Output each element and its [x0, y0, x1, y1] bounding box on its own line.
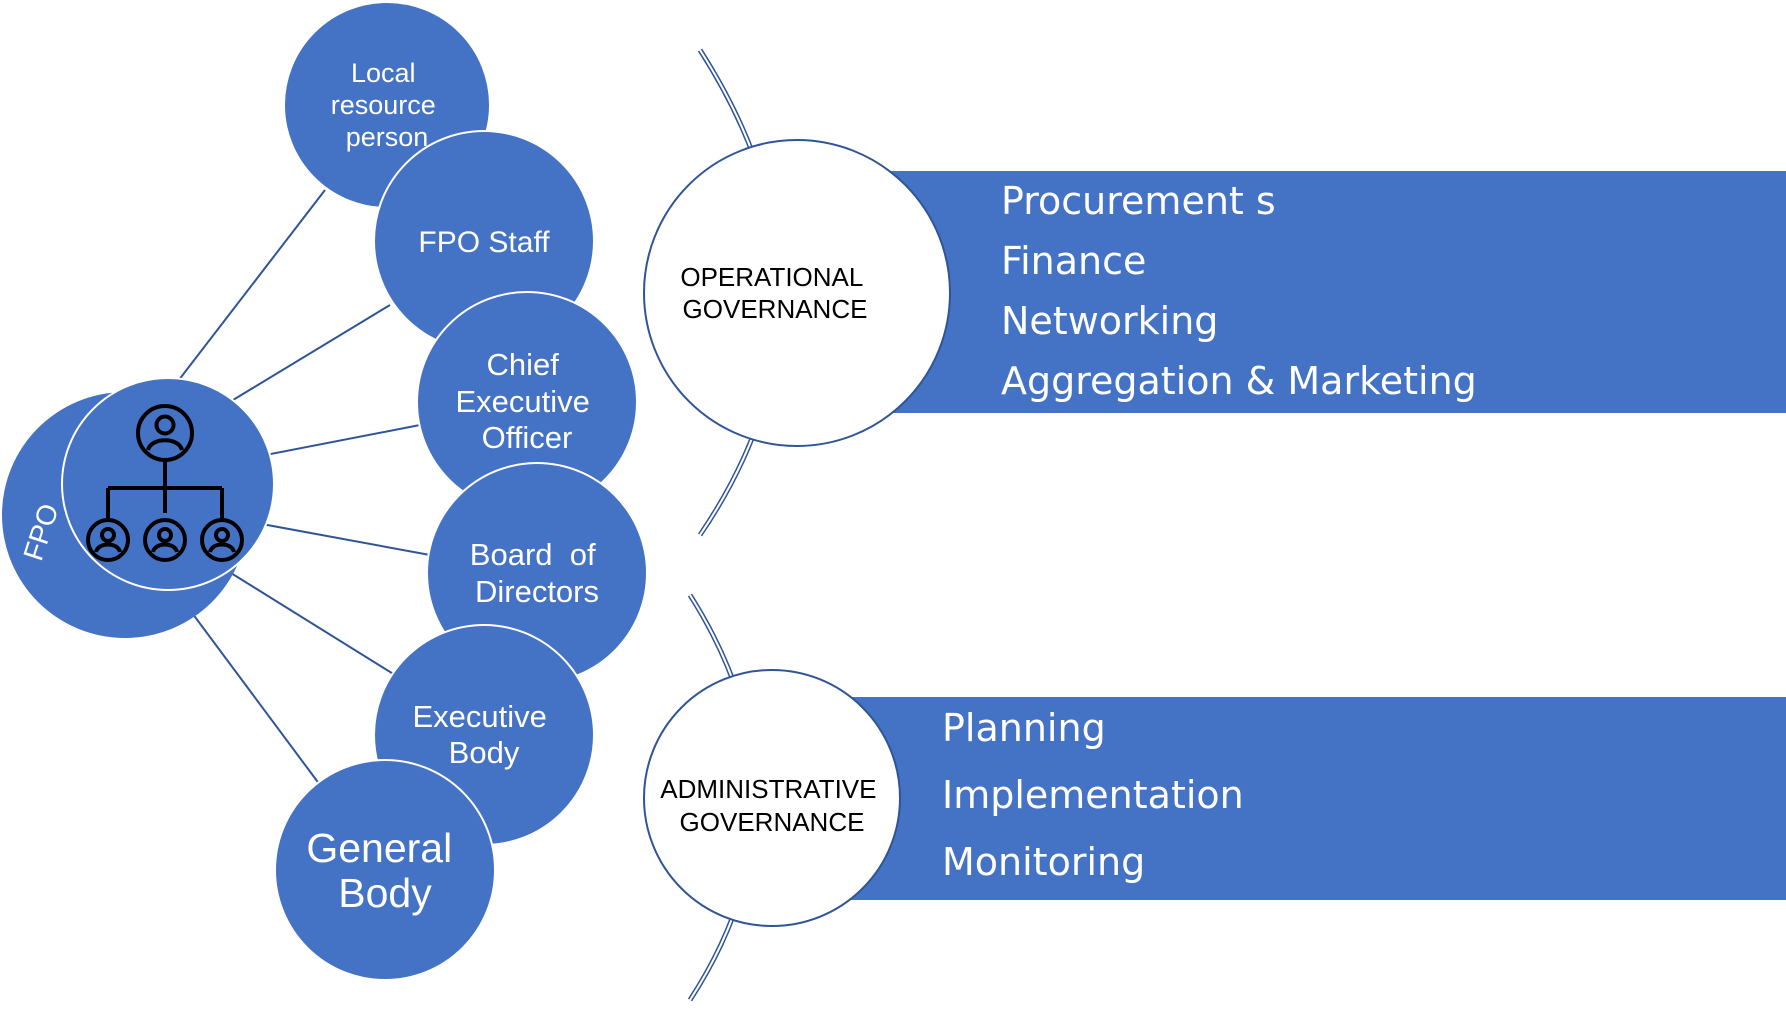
connector-general-body: [174, 589, 321, 786]
operational-item: Finance: [1001, 239, 1146, 283]
operational-item: Procurement s: [1001, 179, 1276, 223]
svg-text:Planning Implementation: Planning Implementation Monitoring: [942, 706, 1256, 884]
svg-text:Local resource: Local resource person: [331, 58, 444, 152]
member-label-line: FPO Staff: [418, 226, 550, 259]
member-label-line: person: [346, 122, 429, 152]
member-label-line: General: [306, 825, 452, 871]
connector-executive-body: [209, 559, 396, 676]
svg-text:Board of Directors: Board of Directors: [470, 537, 604, 609]
administrative-item: Implementation: [942, 773, 1244, 817]
svg-text:Chief Executive: Chief Executive Officer: [455, 347, 598, 455]
svg-text:OPERATIONAL GOVERNANCE: OPERATIONAL GOVERNANCE: [680, 262, 869, 324]
member-circles: Local resource person FPO Staff Chief Ex…: [274, 1, 648, 981]
member-label-line: Board of: [470, 537, 596, 572]
fpo-hub: FPO: [2, 377, 275, 638]
org-chart-icon: [86, 404, 244, 562]
member-label-line: Executive: [412, 699, 546, 734]
administrative-item: Monitoring: [942, 840, 1145, 884]
member-label-line: Chief: [487, 347, 560, 382]
administrative-title-circle: [643, 669, 901, 927]
operational-title-line: GOVERNANCE: [683, 294, 868, 324]
administrative-title-line: ADMINISTRATIVE: [660, 774, 876, 804]
member-label-line: Directors: [475, 574, 599, 609]
administrative-items-panel: [820, 697, 1786, 900]
svg-text:General Body: General Body: [306, 825, 463, 916]
operational-title-line: OPERATIONAL: [680, 262, 863, 292]
member-label-line: Local: [351, 58, 416, 88]
operational-title-circle: [643, 139, 951, 447]
operational-governance-group: OPERATIONAL GOVERNANCE Procurement s Fin…: [643, 48, 1786, 537]
administrative-item: Planning: [942, 706, 1106, 750]
member-general-body: General Body: [274, 759, 496, 981]
member-label-line: resource: [331, 90, 436, 120]
svg-text:ADMINISTRATIVE GOVERNANC: ADMINISTRATIVE GOVERNANCE: [660, 774, 883, 837]
connector-local-resource-person: [174, 189, 326, 386]
member-label-line: Officer: [482, 420, 573, 455]
member-label-line: Executive: [455, 384, 589, 419]
operational-item: Aggregation & Marketing: [1001, 359, 1477, 403]
administrative-title-line: GOVERNANCE: [680, 807, 865, 837]
svg-text:FPO Staff: FPO Staff: [418, 226, 550, 259]
svg-text:Executive Body: Executive Body: [412, 699, 555, 770]
administrative-governance-group: ADMINISTRATIVE GOVERNANCE Planning Imple…: [643, 593, 1786, 1002]
member-chief-executive-officer: Chief Executive Officer: [416, 291, 638, 513]
operational-items-panel: [880, 171, 1786, 413]
member-label-line: Body: [338, 870, 432, 916]
connector-board-of-directors: [239, 519, 431, 556]
operational-item: Networking: [1001, 299, 1218, 343]
svg-text:Procurement s Finance: Procurement s Finance Networking Aggrega…: [1001, 179, 1477, 403]
member-label-line: Body: [449, 735, 520, 770]
